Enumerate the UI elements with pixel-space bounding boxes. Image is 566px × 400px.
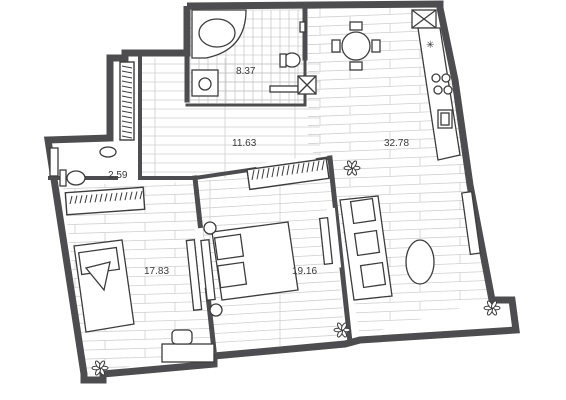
washbasin-cabinet bbox=[191, 69, 219, 97]
desk-chair bbox=[171, 329, 193, 345]
nightstand-lamp-2 bbox=[209, 303, 223, 317]
bedroom-right-furniture bbox=[200, 216, 334, 317]
bedroom-left-furniture bbox=[73, 239, 215, 363]
plant-icon bbox=[483, 300, 501, 316]
area-label-bedroom-right: 19.16 bbox=[292, 266, 317, 277]
tv-bedroom-left bbox=[185, 239, 203, 311]
chair-right bbox=[371, 39, 381, 53]
plant-icon bbox=[343, 160, 361, 176]
dining-table bbox=[341, 31, 371, 61]
plant-icon bbox=[333, 322, 351, 338]
tv-bedroom-right bbox=[318, 216, 334, 266]
pillow-2 bbox=[216, 261, 248, 289]
chair-top bbox=[349, 21, 363, 31]
pillow-1 bbox=[213, 233, 245, 261]
area-label-living-kitchen: 32.78 bbox=[384, 138, 409, 149]
outer-walls bbox=[43, 0, 520, 384]
wc-sink bbox=[99, 146, 117, 158]
tv-stand bbox=[461, 190, 481, 256]
wc-toilet bbox=[66, 170, 86, 186]
bathroom-fixtures bbox=[191, 9, 317, 97]
washbasin bbox=[198, 77, 212, 91]
area-label-wc: 2.59 bbox=[108, 170, 128, 181]
chair-left bbox=[331, 39, 341, 53]
svg-text:✳: ✳ bbox=[426, 40, 434, 51]
radiator-bedroom-right bbox=[200, 239, 216, 301]
area-label-bedroom-left: 17.83 bbox=[144, 266, 169, 277]
kitchen: ✳ bbox=[411, 9, 461, 161]
nightstand-lamp-1 bbox=[203, 221, 217, 235]
interior-walls bbox=[48, 3, 353, 353]
wc-fixtures bbox=[49, 146, 117, 187]
plant-icon bbox=[91, 360, 109, 376]
double-bed bbox=[211, 221, 299, 301]
towel-rail bbox=[269, 85, 299, 93]
desk bbox=[161, 343, 215, 363]
area-label-hall: 11.63 bbox=[232, 138, 257, 149]
plants bbox=[91, 160, 501, 376]
bathtub-basin bbox=[198, 18, 236, 48]
coffee-table bbox=[405, 239, 435, 285]
living-furniture bbox=[339, 190, 481, 301]
room-area-labels: 8.37 11.63 32.78 2.59 17.83 19.16 bbox=[108, 66, 409, 277]
chair-bottom bbox=[349, 61, 363, 71]
area-label-bathroom: 8.37 bbox=[236, 66, 256, 77]
dining-set bbox=[331, 21, 381, 71]
